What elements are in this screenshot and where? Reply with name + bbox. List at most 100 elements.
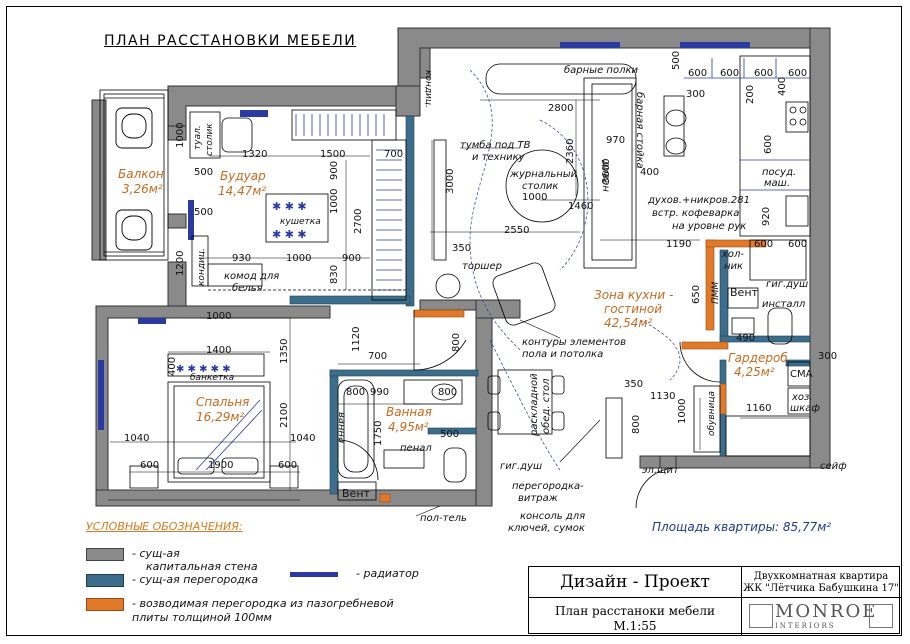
dim-990: 990 [370,387,390,398]
legend-swatch-new [86,598,124,611]
label-partition-2: витраж [518,493,558,504]
legend-wall: - сущ-ая [132,547,180,560]
label-dishwasher: посуд. [762,167,797,178]
label-oven-2: встр. кофеварка [652,208,740,219]
dim-970: 970 [606,135,626,146]
dim-650: 650 [691,284,702,304]
dim-1500: 1500 [320,149,346,160]
dim-490: 490 [736,333,756,344]
dim-1000-a: 1000 [522,192,548,203]
page-title: ПЛАН РАССТАНОВКИ МЕБЕЛИ [104,33,357,49]
dim-400-a: 400 [640,167,660,178]
dim-1200: 1200 [175,250,186,276]
label-bar-shelves: барные полки [564,65,638,76]
room-name-kitchen-2: гостиной [604,302,663,316]
label-floor-towel: пол-тель [420,513,467,524]
dimension-lines [108,99,810,501]
svg-text:✱ ✱ ✱: ✱ ✱ ✱ [272,200,307,213]
bedroom-furniture [129,353,299,489]
dim-350-b: 350 [624,379,644,390]
room-name-bath: Ванная [386,405,432,419]
dim-920: 920 [761,206,772,226]
label-table-2: обед. стол [541,378,552,434]
label-fridge: хол- [722,249,745,260]
dim-600-i: 600 [763,134,774,154]
dim-600-f: 600 [788,239,808,250]
dim-1460: 1460 [568,201,594,212]
label-bar-counter: барная стойка [634,92,645,169]
radiators [98,42,750,430]
title-block-divider-2 [741,597,901,598]
label-coffee-table-2: столик [522,181,559,192]
label-floor-lamp: торшер [462,261,502,272]
label-el-panel: эл.щит [642,465,679,476]
dim-2360: 2360 [565,138,576,164]
label-dishwasher-2: маш. [764,178,791,189]
door-swings [337,310,721,509]
dim-700-a: 700 [384,149,404,160]
stamp-design: Дизайн - Проект [560,572,710,592]
label-safe: сейф [820,461,847,472]
label-ac-boudoir: кондиц. [197,248,207,286]
label-hyg-shower-2: гиг.душ [500,461,543,472]
legend-heading: УСЛОВНЫЕ ОБОЗНАЧЕНИЯ: [86,520,243,533]
dim-500-c: 500 [194,207,214,218]
legend-new-2: плиты толщиной 100мм [132,611,272,624]
dim-1000-d: 1000 [286,253,312,264]
sheet-frame [6,6,902,636]
svg-text:✱ ✱ ✱ ✱ ✱: ✱ ✱ ✱ ✱ ✱ [176,364,231,375]
dim-800-c: 800 [451,332,462,352]
dim-2100: 2100 [279,402,290,428]
dim-1120: 1120 [351,326,362,352]
leader-lines [415,147,601,517]
dim-1350: 1350 [279,338,290,364]
label-console-2: ключей, сумок [508,523,585,534]
room-area-wardrobe: 4,25м² [734,365,775,379]
room-area-kitchen: 42,54м² [604,316,653,330]
dim-1160: 1160 [746,403,772,414]
room-name-boudoir: Будуар [220,169,266,183]
dim-1040-a: 1040 [124,433,150,444]
armchair-icon [115,107,153,251]
stamp-scale: М.1:55 [613,619,657,633]
label-vent-bath: Вент [342,487,370,500]
dim-1000-e: 1000 [206,311,232,322]
dim-930: 930 [232,253,252,264]
label-contours-2: пола и потолка [522,349,604,360]
room-name-balcony: Балкон [118,167,164,181]
new-partitions [379,239,767,503]
dim-1000-b: 1000 [175,122,186,148]
label-dresser: комод для [224,271,280,282]
dim-800-a: 800 [346,387,366,398]
dim-1400: 1400 [206,345,232,356]
dim-200: 200 [745,84,756,104]
logo-ornament-right [869,604,893,628]
dim-2700: 2700 [353,208,364,234]
dim-1040-b: 1040 [290,433,316,444]
dim-830: 830 [329,264,340,284]
legend-partition: - сущ-ая перегородка [132,573,259,586]
dim-300-b: 300 [818,351,838,362]
title-block-left [529,567,742,635]
dim-600-b: 600 [720,68,740,79]
label-contours: контуры элементов [522,337,626,348]
dim-600-e: 600 [754,239,774,250]
label-tv-stand-2: и технику [472,152,525,163]
brand-logo: MONROE INTERIORS [741,598,901,635]
dim-700-b: 700 [368,351,388,362]
dim-1750: 1750 [373,420,384,446]
label-table: раскладной [529,373,540,436]
label-bench: банкетка [190,373,235,383]
room-area-boudoir: 14,47м² [218,184,267,198]
balcony [99,89,169,261]
label-pmm: ПММ [711,281,721,304]
label-install: инсталл [762,299,806,310]
legend-swatch-radiator [290,572,338,577]
dim-600-d: 600 [788,68,808,79]
label-fridge-2: ник [724,261,744,272]
title-block: Дизайн - Проект План расстаноки мебели М… [528,566,901,635]
room-name-bedroom: Спальня [196,395,250,409]
dim-600-a: 600 [688,68,708,79]
label-cma: СМА [790,369,813,380]
